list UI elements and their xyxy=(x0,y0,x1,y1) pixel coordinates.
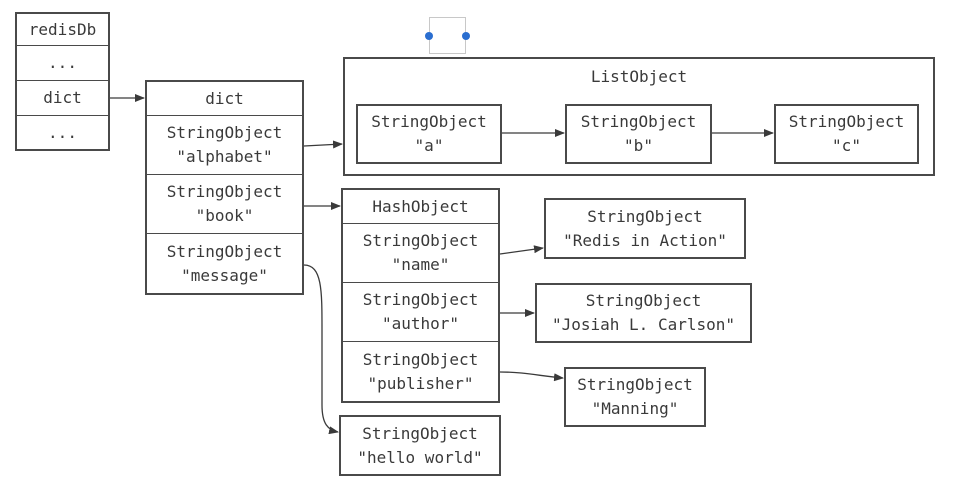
redisdb-row-ellipsis-2: ... xyxy=(15,116,110,151)
item-type: StringObject xyxy=(580,112,697,131)
item-type: StringObject xyxy=(788,112,905,131)
field-type: StringObject xyxy=(362,349,479,369)
dict-entry-book: StringObject "book" xyxy=(145,175,304,235)
value-type: StringObject xyxy=(587,206,703,226)
entry-value: "alphabet" xyxy=(176,147,273,166)
message-value: StringObject "hello world" xyxy=(339,415,501,476)
item-value: "c" xyxy=(832,136,861,155)
value-text: "Redis in Action" xyxy=(563,230,727,250)
list-item-a: StringObject "a" xyxy=(356,104,502,164)
redisdb-row-dict: dict xyxy=(15,81,110,117)
arrow-message-to-value xyxy=(303,264,339,435)
redisdb-row-label: dict xyxy=(43,88,82,107)
resize-handle-right[interactable] xyxy=(462,32,470,40)
hash-field-name: StringObject "name" xyxy=(341,224,500,284)
redisdb-row-ellipsis-1: ... xyxy=(15,46,110,82)
arrow-publisher-to-value xyxy=(499,371,564,382)
field-type: StringObject xyxy=(362,290,479,309)
entry-type: StringObject xyxy=(166,123,283,142)
list-object-frame: ListObject xyxy=(343,57,935,176)
value-type: StringObject xyxy=(585,291,702,310)
redisdb-row-label: ... xyxy=(48,53,77,72)
hash-object-header: HashObject xyxy=(341,188,500,225)
selection-box[interactable] xyxy=(429,17,466,54)
value-text: "hello world" xyxy=(357,447,483,467)
arrow-alphabet-to-list xyxy=(303,140,343,149)
item-value: "b" xyxy=(624,136,653,155)
list-item-c: StringObject "c" xyxy=(774,104,919,164)
value-text: "Josiah L. Carlson" xyxy=(551,315,736,334)
value-text: "Manning" xyxy=(591,399,679,418)
item-value: "a" xyxy=(414,136,444,155)
item-type: StringObject xyxy=(371,112,487,131)
entry-value: "book" xyxy=(195,206,254,225)
hash-value-name: StringObject "Redis in Action" xyxy=(544,198,746,259)
hash-value-publisher: StringObject "Manning" xyxy=(564,367,706,427)
resize-handle-left[interactable] xyxy=(425,32,433,40)
hash-value-author: StringObject "Josiah L. Carlson" xyxy=(535,283,752,343)
redisdb-title: redisDb xyxy=(28,19,97,39)
entry-type: StringObject xyxy=(166,182,283,201)
list-object-title: ListObject xyxy=(590,67,688,86)
redisdb-header: redisDb xyxy=(15,12,110,47)
field-value: "publisher" xyxy=(367,373,474,393)
hash-field-author: StringObject "author" xyxy=(341,283,500,343)
dict-header: dict xyxy=(145,80,304,117)
redisdb-row-label: ... xyxy=(48,122,77,142)
entry-type: StringObject xyxy=(166,241,283,261)
value-type: StringObject xyxy=(362,423,478,443)
list-item-b: StringObject "b" xyxy=(565,104,712,164)
field-type: StringObject xyxy=(362,231,479,250)
field-value: "author" xyxy=(381,314,460,333)
dict-title: dict xyxy=(205,88,244,108)
entry-value: "message" xyxy=(181,265,268,285)
value-type: StringObject xyxy=(577,375,693,394)
dict-entry-message: StringObject "message" xyxy=(145,234,304,295)
field-value: "name" xyxy=(391,255,450,274)
arrow-name-to-value xyxy=(499,245,544,255)
hash-field-publisher: StringObject "publisher" xyxy=(341,342,500,403)
hash-object-title: HashObject xyxy=(372,196,469,216)
